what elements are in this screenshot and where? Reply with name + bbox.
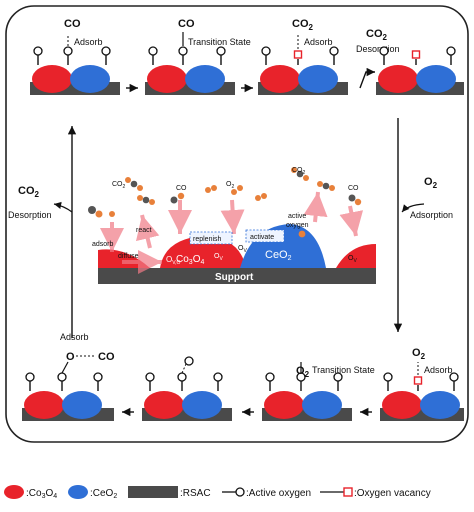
center-diffuse: diffuse xyxy=(118,253,139,260)
legend-rsac-swatch xyxy=(128,486,178,498)
pink-arrow-react xyxy=(135,214,160,249)
support-label: Support xyxy=(215,272,254,283)
legend: :Co3O4 :CeO2 :RSAC :Active oxygen :Oxyge… xyxy=(4,485,431,500)
top-step-2-label: Transition State xyxy=(188,37,251,47)
top-step-1-molecule: CO xyxy=(64,18,81,30)
ceo2-label: CeO2 xyxy=(265,249,292,262)
co-molecule-right xyxy=(348,194,362,206)
pink-arrow-o2 xyxy=(220,199,245,235)
legend-rsac-label: :RSAC xyxy=(180,488,211,499)
right-red-patch xyxy=(336,244,376,268)
top-step-3-catalyst xyxy=(258,34,348,95)
top-desorption-arrow xyxy=(359,67,375,89)
bottom-step-1-co: CO xyxy=(98,351,115,363)
top-step-4-molecule: CO2 xyxy=(366,28,388,42)
center-o2: O2 xyxy=(226,181,234,190)
left-label: Desorption xyxy=(8,210,52,220)
left-molecule: CO2 xyxy=(18,185,40,199)
activate-label: activate xyxy=(250,234,274,241)
co-molecule-adsorb xyxy=(88,206,115,218)
pink-arrow-right xyxy=(339,205,364,237)
center-react: react xyxy=(136,227,152,234)
right-molecule: O2 xyxy=(424,176,438,190)
legend-active-oxygen-icon xyxy=(235,487,245,497)
top-step-3-molecule: CO2 xyxy=(292,18,314,32)
co2-molecule-left-2 xyxy=(137,195,155,205)
bottom-step-2-catalyst xyxy=(142,356,232,421)
bottom-step-3-catalyst xyxy=(262,362,352,421)
top-step-2-molecule: CO xyxy=(178,18,195,30)
bottom-step-3-molecule: O2 xyxy=(296,365,310,379)
bottom-step-4-molecule: O2 xyxy=(412,347,426,361)
center-active-oxygen-2: oxygen xyxy=(286,222,309,229)
co2-molecule-right xyxy=(291,167,335,191)
top-step-2-catalyst xyxy=(145,32,235,95)
legend-vacancy-icon xyxy=(343,487,353,497)
center-panel: Support Co3O4 CeO2 replenish activate xyxy=(88,160,376,286)
bottom-step-4-catalyst xyxy=(380,362,464,421)
top-step-4-label: Desorption xyxy=(356,44,400,54)
outer-frame xyxy=(5,5,469,443)
top-step-3-label: Adsorb xyxy=(304,37,333,47)
top-step-1-label: Adsorb xyxy=(74,37,103,47)
legend-active-oxygen-label: :Active oxygen xyxy=(246,488,311,499)
left-co2-arrow xyxy=(53,201,73,213)
active-oxygen-atom xyxy=(298,230,306,238)
top-step-1-catalyst xyxy=(30,34,120,95)
center-adsorb: adsorb xyxy=(92,241,114,248)
center-ov-2: OV xyxy=(214,253,223,262)
co2-molecule-left xyxy=(125,177,143,191)
co3o4-label: Co3O4 xyxy=(176,254,204,266)
center-ovo: OV,O xyxy=(166,255,180,266)
center-ov-3: OV xyxy=(348,255,357,264)
co-molecule-center xyxy=(170,192,185,204)
bottom-step-3-label: Transition State xyxy=(312,365,375,375)
pink-arrow-co2-up xyxy=(303,191,328,223)
bottom-step-4-label: Adsorb xyxy=(424,365,453,375)
bottom-step-1-label: Adsorb xyxy=(60,332,89,342)
support-bar xyxy=(98,268,376,284)
center-ov-1: OV xyxy=(238,245,247,254)
bottom-step-1-o: O xyxy=(66,351,75,363)
o2-molecule-1 xyxy=(205,185,217,193)
legend-ceo2-label: :CeO2 xyxy=(90,488,117,500)
legend-co3o4-swatch xyxy=(4,485,24,499)
replenish-label: replenish xyxy=(193,236,222,243)
legend-co3o4-label: :Co3O4 xyxy=(26,488,57,500)
replenish-box xyxy=(189,231,233,245)
o2-molecule-2 xyxy=(231,185,243,195)
legend-ceo2-swatch xyxy=(68,485,88,499)
center-active-oxygen-1: active xyxy=(288,213,306,220)
center-co: CO xyxy=(176,185,187,192)
center-co2-right: CO2 xyxy=(292,167,306,176)
center-co2-left: CO2 xyxy=(112,181,126,190)
right-label: Adsorption xyxy=(410,210,453,220)
legend-vacancy-label: :Oxygen vacancy xyxy=(354,488,431,499)
right-o2-arrow xyxy=(401,203,425,213)
activate-box xyxy=(245,229,285,243)
o2-molecule-3 xyxy=(255,193,267,201)
top-step-4-catalyst xyxy=(376,46,464,95)
center-co-right: CO xyxy=(348,185,359,192)
bottom-step-1-catalyst xyxy=(22,355,114,421)
